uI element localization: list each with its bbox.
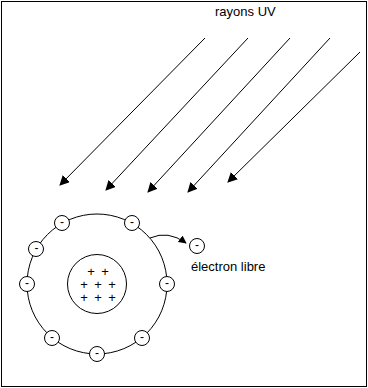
- uv-ray: [228, 52, 360, 182]
- uv-ray: [60, 38, 205, 185]
- electron: -: [28, 241, 44, 257]
- charge-sign: -: [195, 239, 199, 251]
- electron: -: [19, 276, 35, 292]
- charge-sign: -: [95, 347, 99, 359]
- orbit: [27, 214, 167, 354]
- charge-sign: -: [25, 277, 29, 289]
- proton-sign: +: [101, 265, 109, 278]
- proton-sign: +: [80, 291, 88, 304]
- electron: -: [159, 276, 175, 292]
- proton-sign: +: [94, 278, 102, 291]
- proton-sign: +: [87, 265, 95, 278]
- uv-ray: [106, 38, 248, 190]
- ejection-arrow: [150, 235, 186, 243]
- proton-sign: +: [94, 291, 102, 304]
- charge-sign: -: [34, 242, 38, 254]
- proton-sign: +: [80, 278, 88, 291]
- electron: -: [44, 330, 60, 346]
- electron: -: [89, 346, 105, 362]
- uv-ray: [148, 38, 290, 192]
- electron: -: [134, 330, 150, 346]
- nucleus: ++++++++: [67, 254, 127, 314]
- proton-sign: +: [108, 291, 116, 304]
- ray-label: rayons UV: [214, 5, 277, 19]
- electron: -: [54, 215, 70, 231]
- charge-sign: -: [130, 216, 134, 228]
- charge-sign: -: [140, 331, 144, 343]
- electron: -: [124, 215, 140, 231]
- charge-sign: -: [60, 216, 64, 228]
- electron-label: électron libre: [190, 260, 266, 274]
- charge-sign: -: [165, 277, 169, 289]
- uv-ray: [188, 38, 330, 192]
- uv-rays: [60, 38, 360, 192]
- charge-sign: -: [50, 331, 54, 343]
- proton-sign: +: [108, 278, 116, 291]
- free-electron: -: [189, 238, 205, 254]
